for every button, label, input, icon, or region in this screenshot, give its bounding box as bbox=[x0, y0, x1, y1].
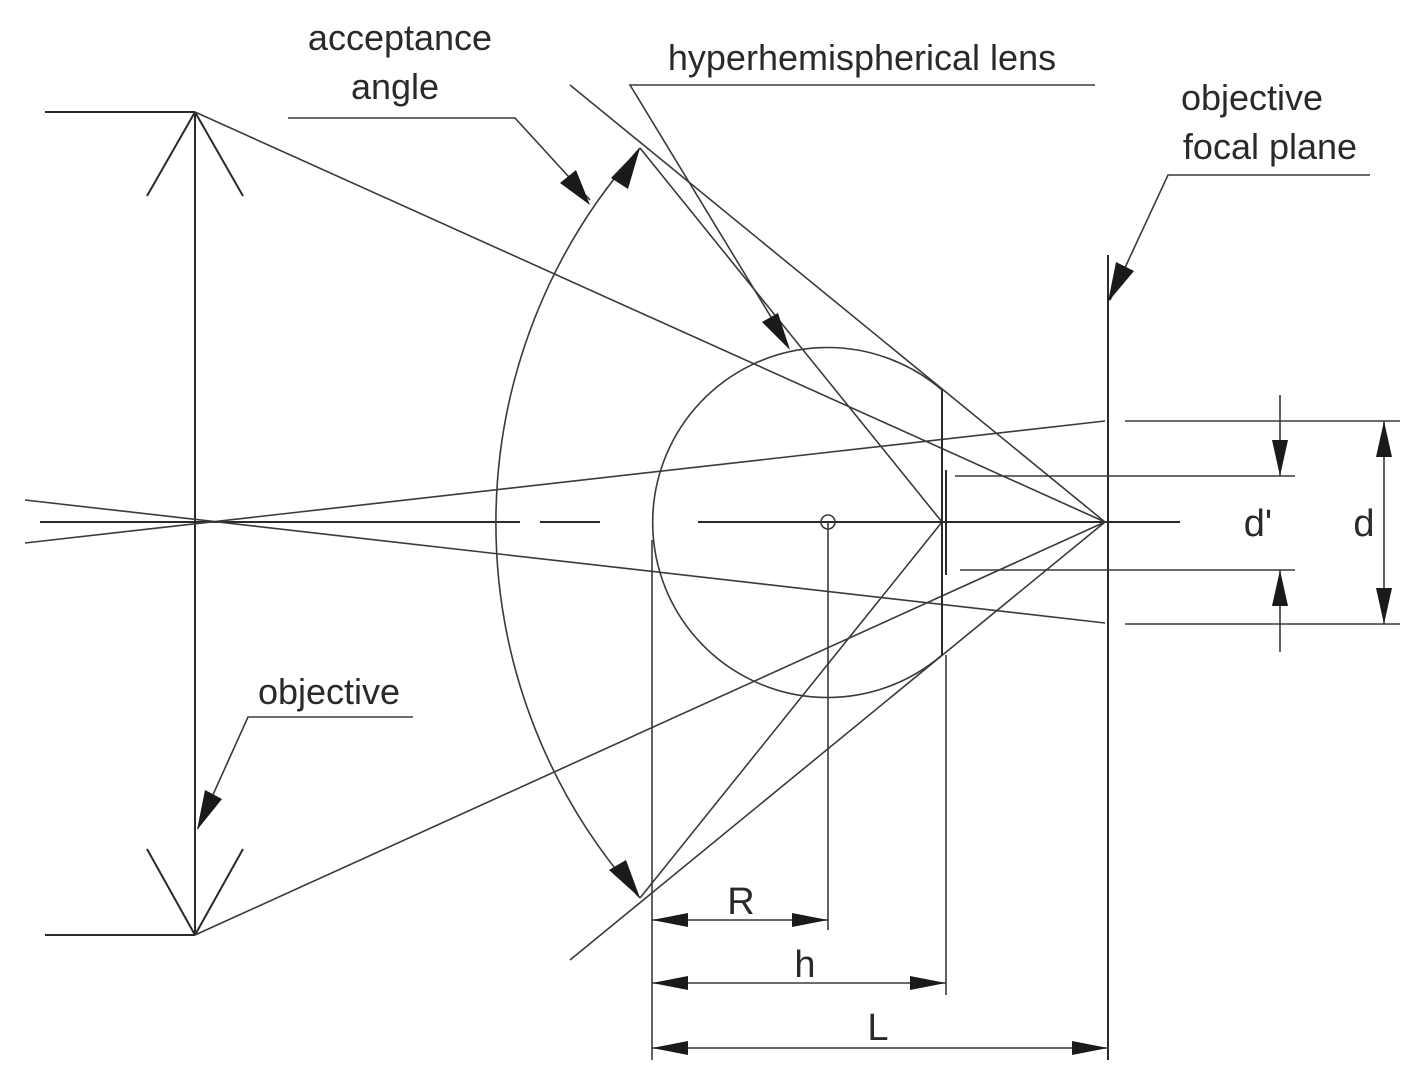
d-prime-dimension bbox=[955, 395, 1295, 652]
h-symbol: h bbox=[794, 944, 815, 986]
objective-lens bbox=[45, 111, 244, 936]
r-symbol: R bbox=[727, 881, 754, 923]
hyperhemispherical-lens bbox=[651, 346, 947, 699]
focal-plane-leader bbox=[1108, 174, 1370, 302]
acceptance-angle-leader bbox=[288, 117, 640, 898]
acceptance-angle-label-2: angle bbox=[351, 66, 439, 107]
marginal-rays bbox=[194, 84, 1106, 961]
r-dimension bbox=[652, 913, 828, 927]
d-prime-symbol: d' bbox=[1244, 503, 1272, 545]
d-symbol: d bbox=[1353, 503, 1374, 545]
l-dimension bbox=[652, 1041, 1108, 1055]
objective-leader bbox=[197, 716, 413, 830]
acceptance-angle-label-1: acceptance bbox=[308, 17, 492, 58]
focal-plane-label-1: objective bbox=[1181, 77, 1323, 118]
lens-leader bbox=[628, 84, 1095, 350]
d-dimension bbox=[1125, 420, 1400, 625]
h-dimension bbox=[652, 976, 946, 990]
objective-label: objective bbox=[258, 671, 400, 712]
acceptance-angle-arc bbox=[495, 147, 641, 899]
focal-plane-label-2: focal plane bbox=[1183, 126, 1357, 167]
l-symbol: L bbox=[867, 1007, 888, 1049]
hyperhemispherical-lens-label: hyperhemispherical lens bbox=[668, 37, 1056, 78]
